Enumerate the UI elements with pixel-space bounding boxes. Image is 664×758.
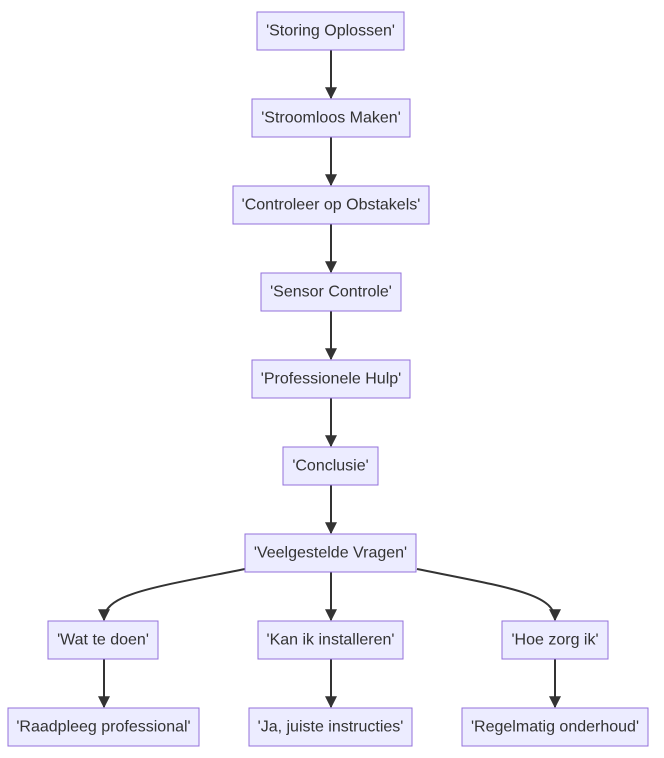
node-storing-oplossen: 'Storing Oplossen' — [256, 11, 405, 51]
node-regelmatig-onderhoud: 'Regelmatig onderhoud' — [461, 707, 649, 747]
edge-vragen-watdoen — [98, 568, 246, 622]
node-hoe-zorg-ik: 'Hoe zorg ik' — [501, 620, 609, 660]
node-sensor-controle: 'Sensor Controle' — [260, 272, 402, 312]
node-label: 'Ja, juiste instructies' — [258, 719, 404, 736]
node-label: 'Stroomloos Maken' — [261, 110, 401, 127]
edges — [98, 50, 561, 709]
node-label: 'Wat te doen' — [57, 632, 149, 649]
node-label: 'Storing Oplossen' — [266, 23, 395, 40]
node-wat-te-doen: 'Wat te doen' — [47, 620, 159, 660]
node-label: 'Sensor Controle' — [270, 284, 392, 301]
node-label: 'Veelgestelde Vragen' — [254, 545, 407, 562]
node-label: 'Regelmatig onderhoud' — [471, 719, 639, 736]
node-conclusie: 'Conclusie' — [282, 446, 379, 486]
node-label: 'Raadpleeg professional' — [16, 719, 190, 736]
node-label: 'Conclusie' — [292, 458, 368, 475]
node-label: 'Professionele Hulp' — [261, 371, 401, 388]
node-controleer-op-obstakels: 'Controleer op Obstakels' — [232, 185, 430, 225]
node-professionele-hulp: 'Professionele Hulp' — [251, 359, 411, 399]
node-kan-ik-installeren: 'Kan ik installeren' — [257, 620, 404, 660]
node-label: 'Controleer op Obstakels' — [242, 197, 421, 214]
node-stroomloos-maken: 'Stroomloos Maken' — [251, 98, 411, 138]
node-label: 'Kan ik installeren' — [267, 632, 395, 649]
node-label: 'Hoe zorg ik' — [511, 632, 598, 649]
edge-vragen-zorg — [416, 568, 561, 622]
node-raadpleeg-professional: 'Raadpleeg professional' — [7, 707, 200, 747]
node-veelgestelde-vragen: 'Veelgestelde Vragen' — [244, 533, 417, 573]
node-ja-juiste-instructies: 'Ja, juiste instructies' — [248, 707, 413, 747]
